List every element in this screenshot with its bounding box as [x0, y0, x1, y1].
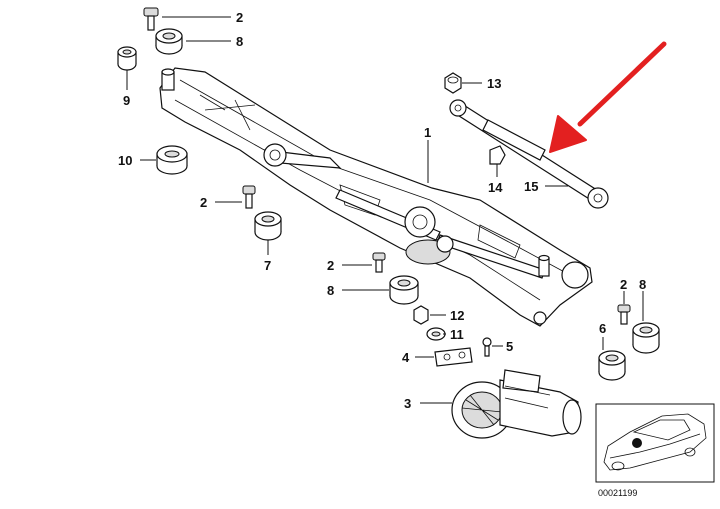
callout-7: 7 — [264, 258, 271, 273]
grommet-10 — [156, 145, 188, 175]
washer-11 — [426, 327, 446, 341]
bracket-4 — [434, 347, 473, 367]
link-rod-15 — [449, 99, 609, 209]
callout-15: 15 — [524, 179, 538, 194]
diagram-number: 00021199 — [598, 488, 637, 498]
grommet-6 — [598, 350, 626, 381]
grommet-8-top — [155, 28, 183, 55]
wiper-motor-3 — [451, 369, 582, 439]
bushing-14 — [489, 145, 506, 165]
callout-3: 3 — [404, 396, 411, 411]
screw-2-left — [242, 185, 256, 209]
red-arrow-indicator — [549, 41, 667, 153]
location-marker — [632, 438, 642, 448]
callout-labels: 2 8 9 1 10 2 7 2 8 12 11 4 5 3 13 14 15 … — [118, 10, 646, 411]
callout-2: 2 — [200, 195, 207, 210]
leader-lines — [126, 16, 644, 404]
car-location-inset: 00021199 — [595, 403, 715, 498]
callout-1: 1 — [424, 125, 431, 140]
wiper-linkage-frame — [159, 67, 593, 327]
grommet-9 — [117, 46, 137, 71]
nut-13 — [444, 72, 462, 94]
screw-2-mid — [372, 252, 386, 273]
callout-14: 14 — [488, 180, 503, 195]
callout-11: 11 — [450, 327, 464, 342]
grommet-8-mid — [389, 275, 419, 305]
grommet-7 — [254, 211, 282, 241]
screw-2-top — [143, 7, 159, 31]
callout-2: 2 — [236, 10, 243, 25]
callout-8: 8 — [639, 277, 646, 292]
callout-13: 13 — [487, 76, 501, 91]
callout-10: 10 — [118, 153, 132, 168]
callout-9: 9 — [123, 93, 130, 108]
callout-2: 2 — [620, 277, 627, 292]
callout-4: 4 — [402, 350, 410, 365]
callout-5: 5 — [506, 339, 513, 354]
callout-12: 12 — [450, 308, 464, 323]
grommet-8-right — [632, 322, 660, 354]
callout-2: 2 — [327, 258, 334, 273]
callout-8: 8 — [327, 283, 334, 298]
nut-12 — [413, 305, 429, 325]
screw-2-right — [617, 304, 631, 325]
callout-8: 8 — [236, 34, 243, 49]
screw-5 — [482, 337, 492, 357]
callout-6: 6 — [599, 321, 606, 336]
